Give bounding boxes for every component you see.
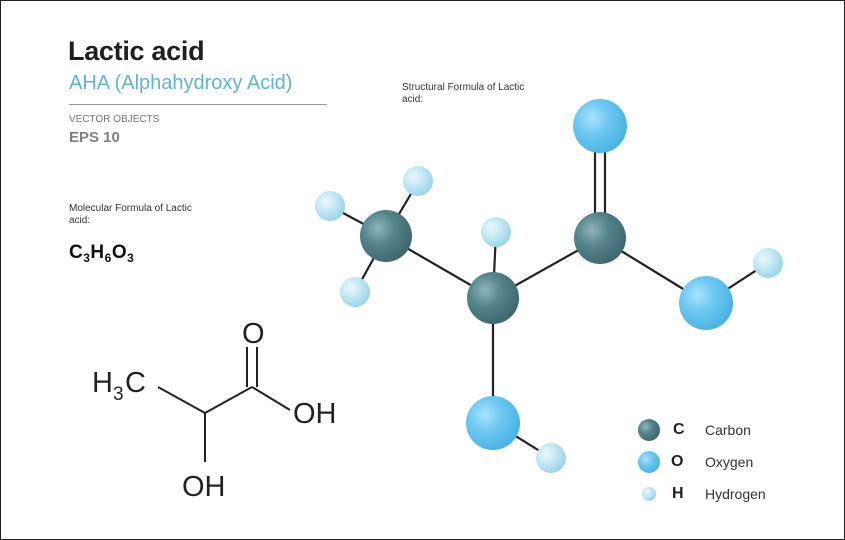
page-subtitle: AHA (Alphahydroxy Acid) bbox=[69, 72, 293, 94]
carbon-atom bbox=[467, 272, 519, 324]
carbon-atom bbox=[360, 210, 412, 262]
legend-hydrogen-name: Hydrogen bbox=[705, 486, 766, 502]
hydrogen-atom bbox=[315, 191, 345, 221]
hydrogen-atom bbox=[753, 248, 783, 278]
formula-h: H bbox=[90, 242, 105, 263]
legend-carbon-name: Carbon bbox=[705, 422, 751, 438]
formula-h-count: 6 bbox=[104, 251, 112, 265]
hydrogen-atom bbox=[340, 277, 370, 307]
legend-hydrogen-symbol: H bbox=[672, 485, 684, 502]
hydroxyl-oh: OH bbox=[182, 471, 226, 503]
carboxyl-oh: OH bbox=[293, 398, 337, 430]
h3c-c: C bbox=[125, 367, 146, 399]
vector-objects-label: VECTOR OBJECTS bbox=[69, 114, 160, 125]
oxygen-atom bbox=[466, 396, 520, 450]
legend-oxygen-swatch bbox=[638, 451, 660, 473]
legend-carbon-swatch bbox=[638, 419, 660, 441]
bond-c-oh bbox=[251, 386, 291, 411]
molecular-formula-label: Molecular Formula of Lactic acid: bbox=[69, 203, 192, 226]
skeletal-bonds bbox=[157, 347, 291, 462]
bond-ch3-ch bbox=[157, 386, 206, 414]
h3c-sub: 3 bbox=[113, 384, 124, 405]
hydrogen-atom bbox=[536, 443, 566, 473]
page-title: Lactic acid bbox=[68, 36, 205, 66]
carbonyl-o: O bbox=[242, 318, 265, 350]
formula-o: O bbox=[111, 242, 128, 263]
title-divider bbox=[69, 104, 327, 105]
legend-oxygen-symbol: O bbox=[671, 453, 684, 470]
legend-swatches bbox=[638, 419, 660, 501]
legend-carbon-symbol: C bbox=[673, 421, 685, 438]
legend-oxygen-name: Oxygen bbox=[705, 454, 754, 470]
legend-hydrogen-swatch bbox=[642, 487, 656, 501]
oxygen-atom bbox=[679, 276, 733, 330]
carbon-atom bbox=[574, 212, 626, 264]
formula-c: C bbox=[69, 242, 84, 263]
hydrogen-atom bbox=[403, 166, 433, 196]
formula-o-count: 3 bbox=[127, 251, 135, 265]
eps-label: EPS 10 bbox=[69, 129, 120, 146]
model-atoms bbox=[315, 99, 783, 473]
oxygen-atom bbox=[573, 99, 627, 153]
formula-c-count: 3 bbox=[83, 251, 91, 265]
h3c-h: H bbox=[92, 367, 113, 399]
molecular-formula: C3H6O3 bbox=[69, 242, 134, 265]
hydrogen-atom bbox=[481, 217, 511, 247]
bond-ch-cooh bbox=[204, 386, 253, 414]
structural-formula-label: Structural Formula of Lactic acid: bbox=[402, 82, 525, 105]
